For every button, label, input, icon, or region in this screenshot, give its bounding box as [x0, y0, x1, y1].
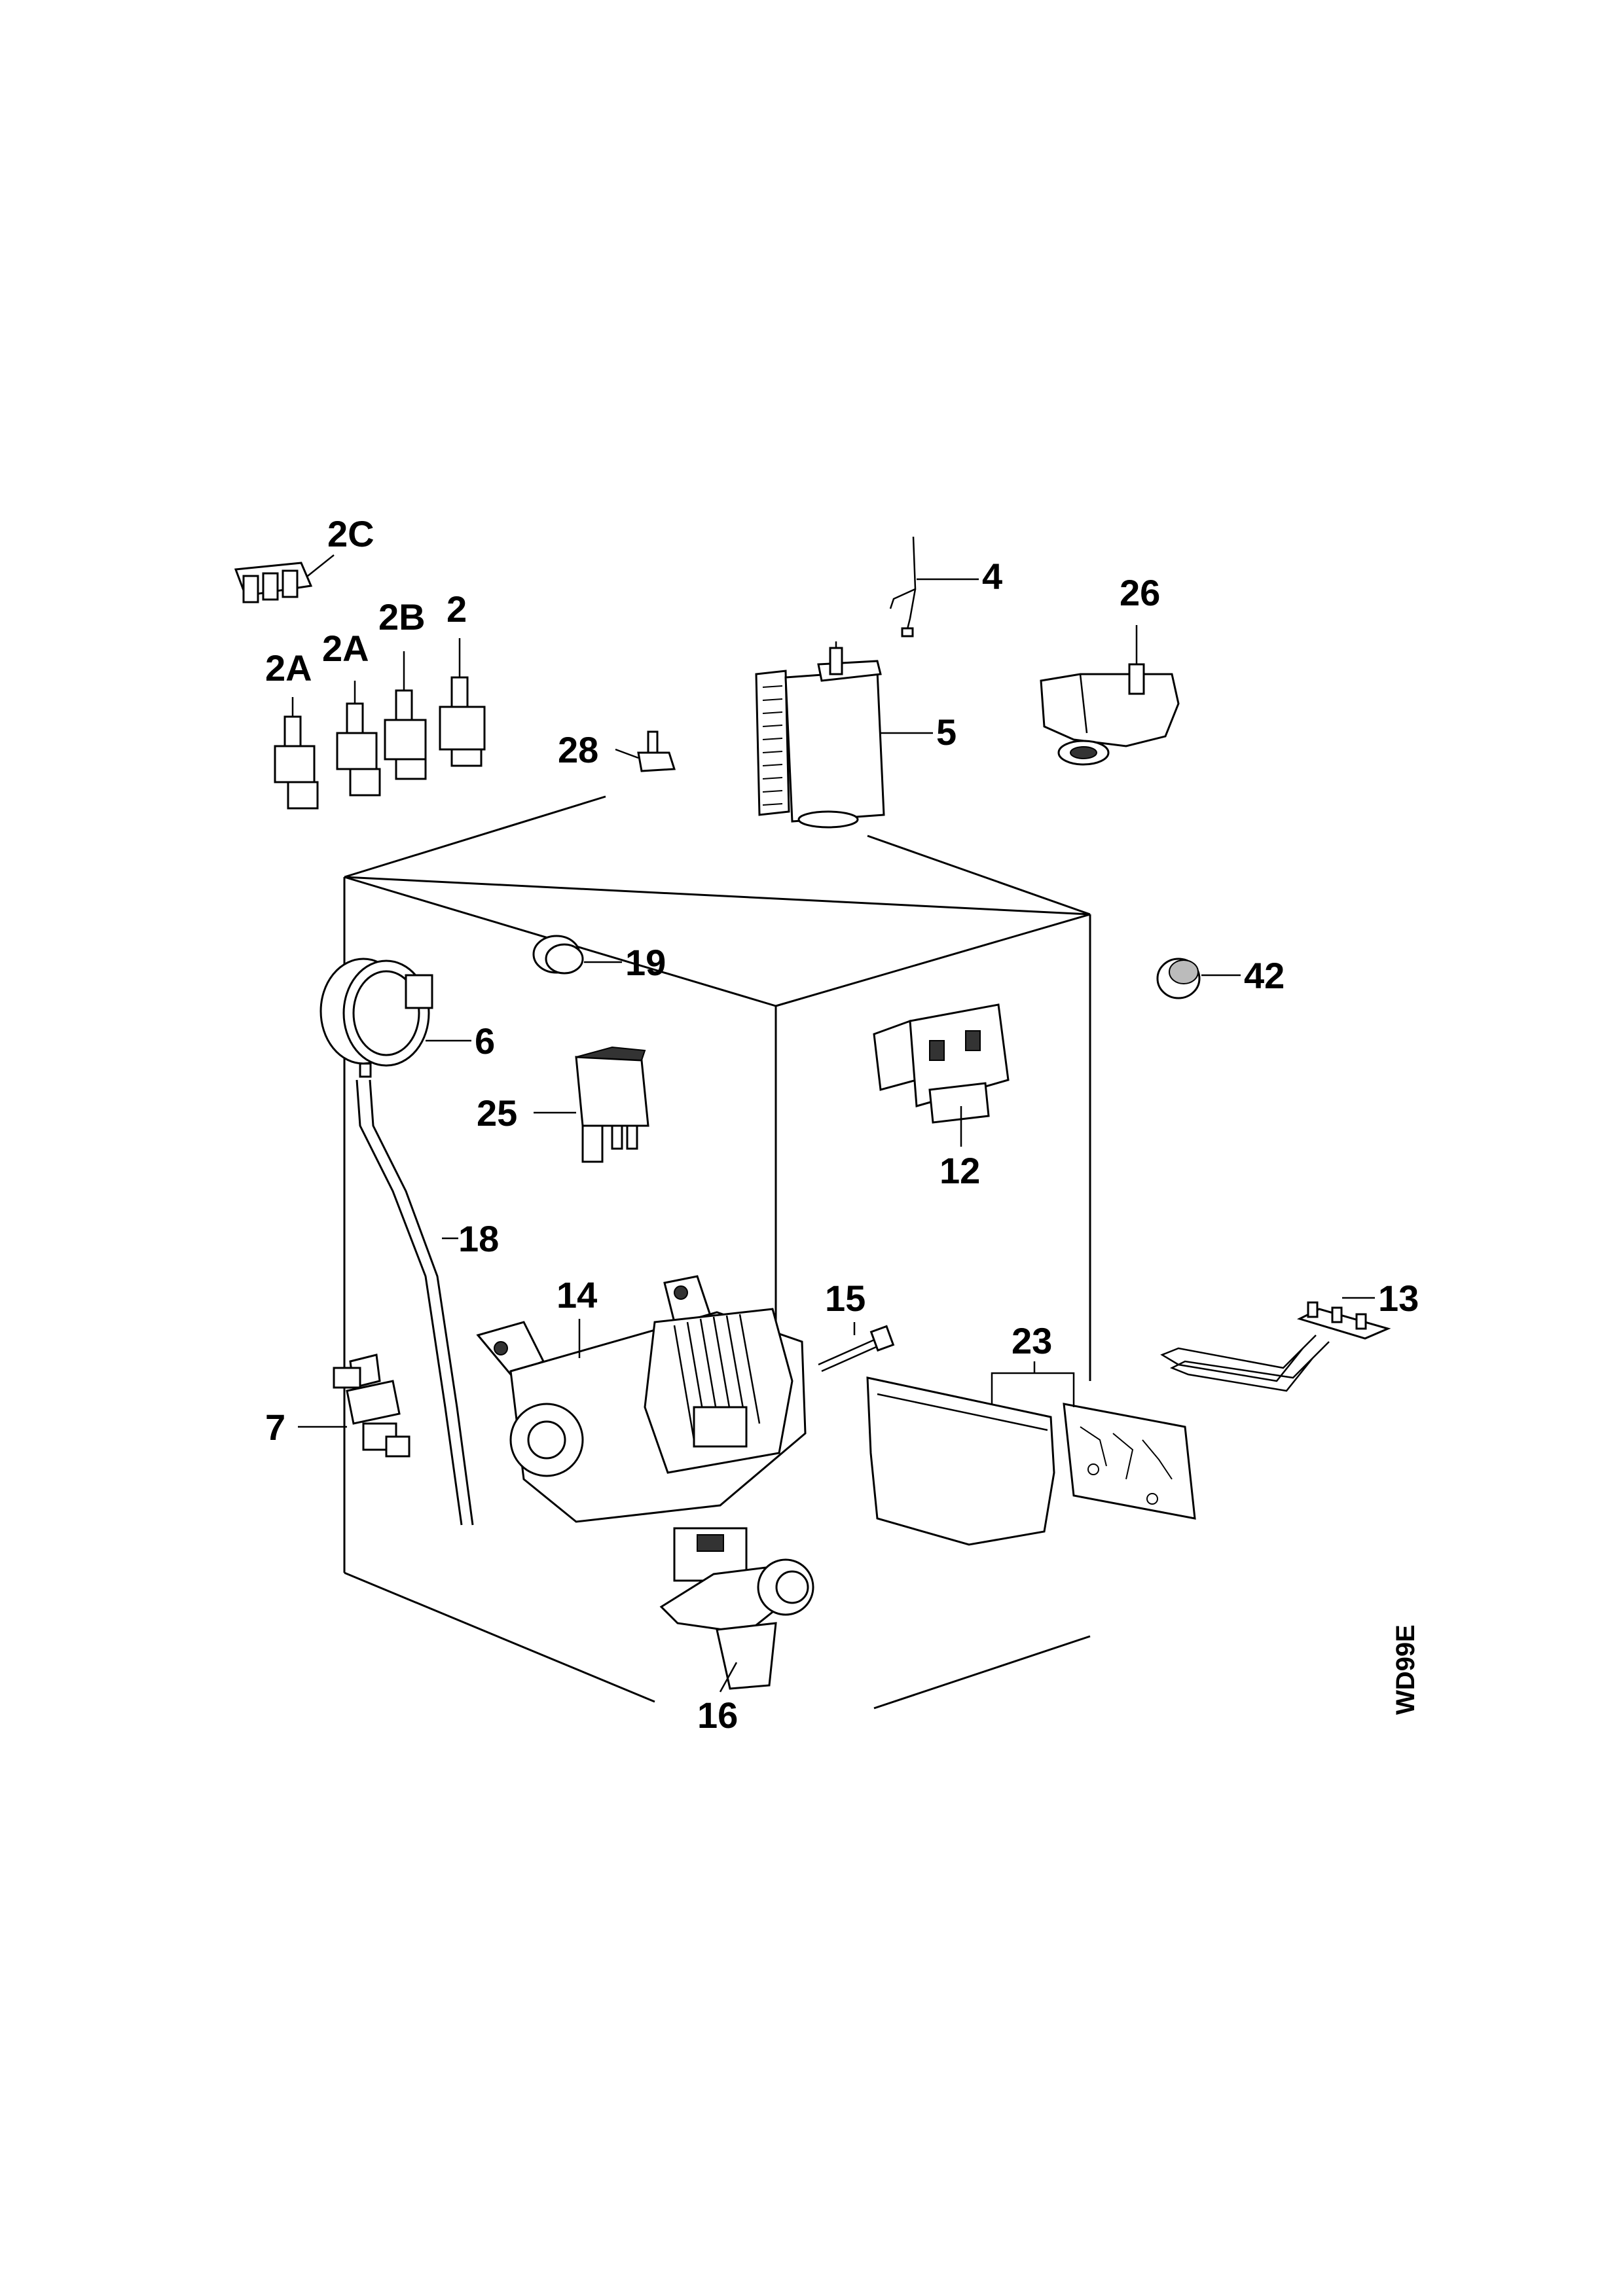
control-board-23-icon [866, 1361, 1196, 1546]
switch-2b-icon [384, 651, 427, 780]
timer-5-icon [755, 641, 933, 829]
callout-5: 5 [936, 711, 957, 753]
wire-harness-4-icon [889, 536, 979, 637]
callout-2c: 2C [327, 513, 374, 554]
callout-26: 26 [1120, 572, 1160, 613]
callout-2b: 2B [378, 596, 426, 637]
indicator-28-icon [615, 730, 676, 772]
callout-13: 13 [1378, 1278, 1419, 1319]
heater-element-13-icon [1160, 1297, 1391, 1392]
callout-2a-left: 2A [265, 647, 312, 689]
callout-42: 42 [1244, 955, 1285, 996]
bolt-15-icon [818, 1322, 895, 1372]
callout-4: 4 [982, 556, 1002, 597]
timer-motor-26-icon [1040, 625, 1180, 766]
callout-28: 28 [558, 729, 598, 770]
callout-23: 23 [1012, 1320, 1052, 1361]
switch-2-icon [439, 638, 486, 767]
pressure-switch-6-icon [319, 958, 471, 1078]
suppressor-25-icon [534, 1046, 649, 1163]
callout-15: 15 [825, 1278, 866, 1319]
valve-7-icon [298, 1354, 410, 1458]
callout-12: 12 [939, 1150, 980, 1191]
knob-42-icon [1156, 958, 1241, 999]
callout-6: 6 [475, 1020, 495, 1062]
document-code: WD99E [1391, 1624, 1420, 1715]
hose-18-icon [356, 1079, 474, 1526]
callout-19: 19 [625, 942, 666, 983]
callout-14: 14 [556, 1274, 597, 1316]
switch-block-2c-icon [234, 554, 335, 603]
callout-2a-right: 2A [322, 628, 369, 669]
knob-19-icon [532, 935, 622, 975]
door-lock-12-icon [873, 1003, 1010, 1147]
callout-18: 18 [458, 1218, 499, 1259]
callout-16: 16 [697, 1695, 738, 1736]
callout-labels: 2C 2A 2A 2B 2 4 26 28 5 19 42 6 25 12 18… [265, 513, 1420, 1736]
switch-2a-left-icon [274, 697, 319, 810]
callout-7: 7 [265, 1407, 285, 1448]
motor-14-icon [476, 1275, 807, 1523]
switch-2a-right-icon [336, 681, 381, 797]
callout-25: 25 [477, 1092, 517, 1134]
callout-2: 2 [447, 588, 467, 630]
drain-pump-16-icon [659, 1527, 814, 1693]
